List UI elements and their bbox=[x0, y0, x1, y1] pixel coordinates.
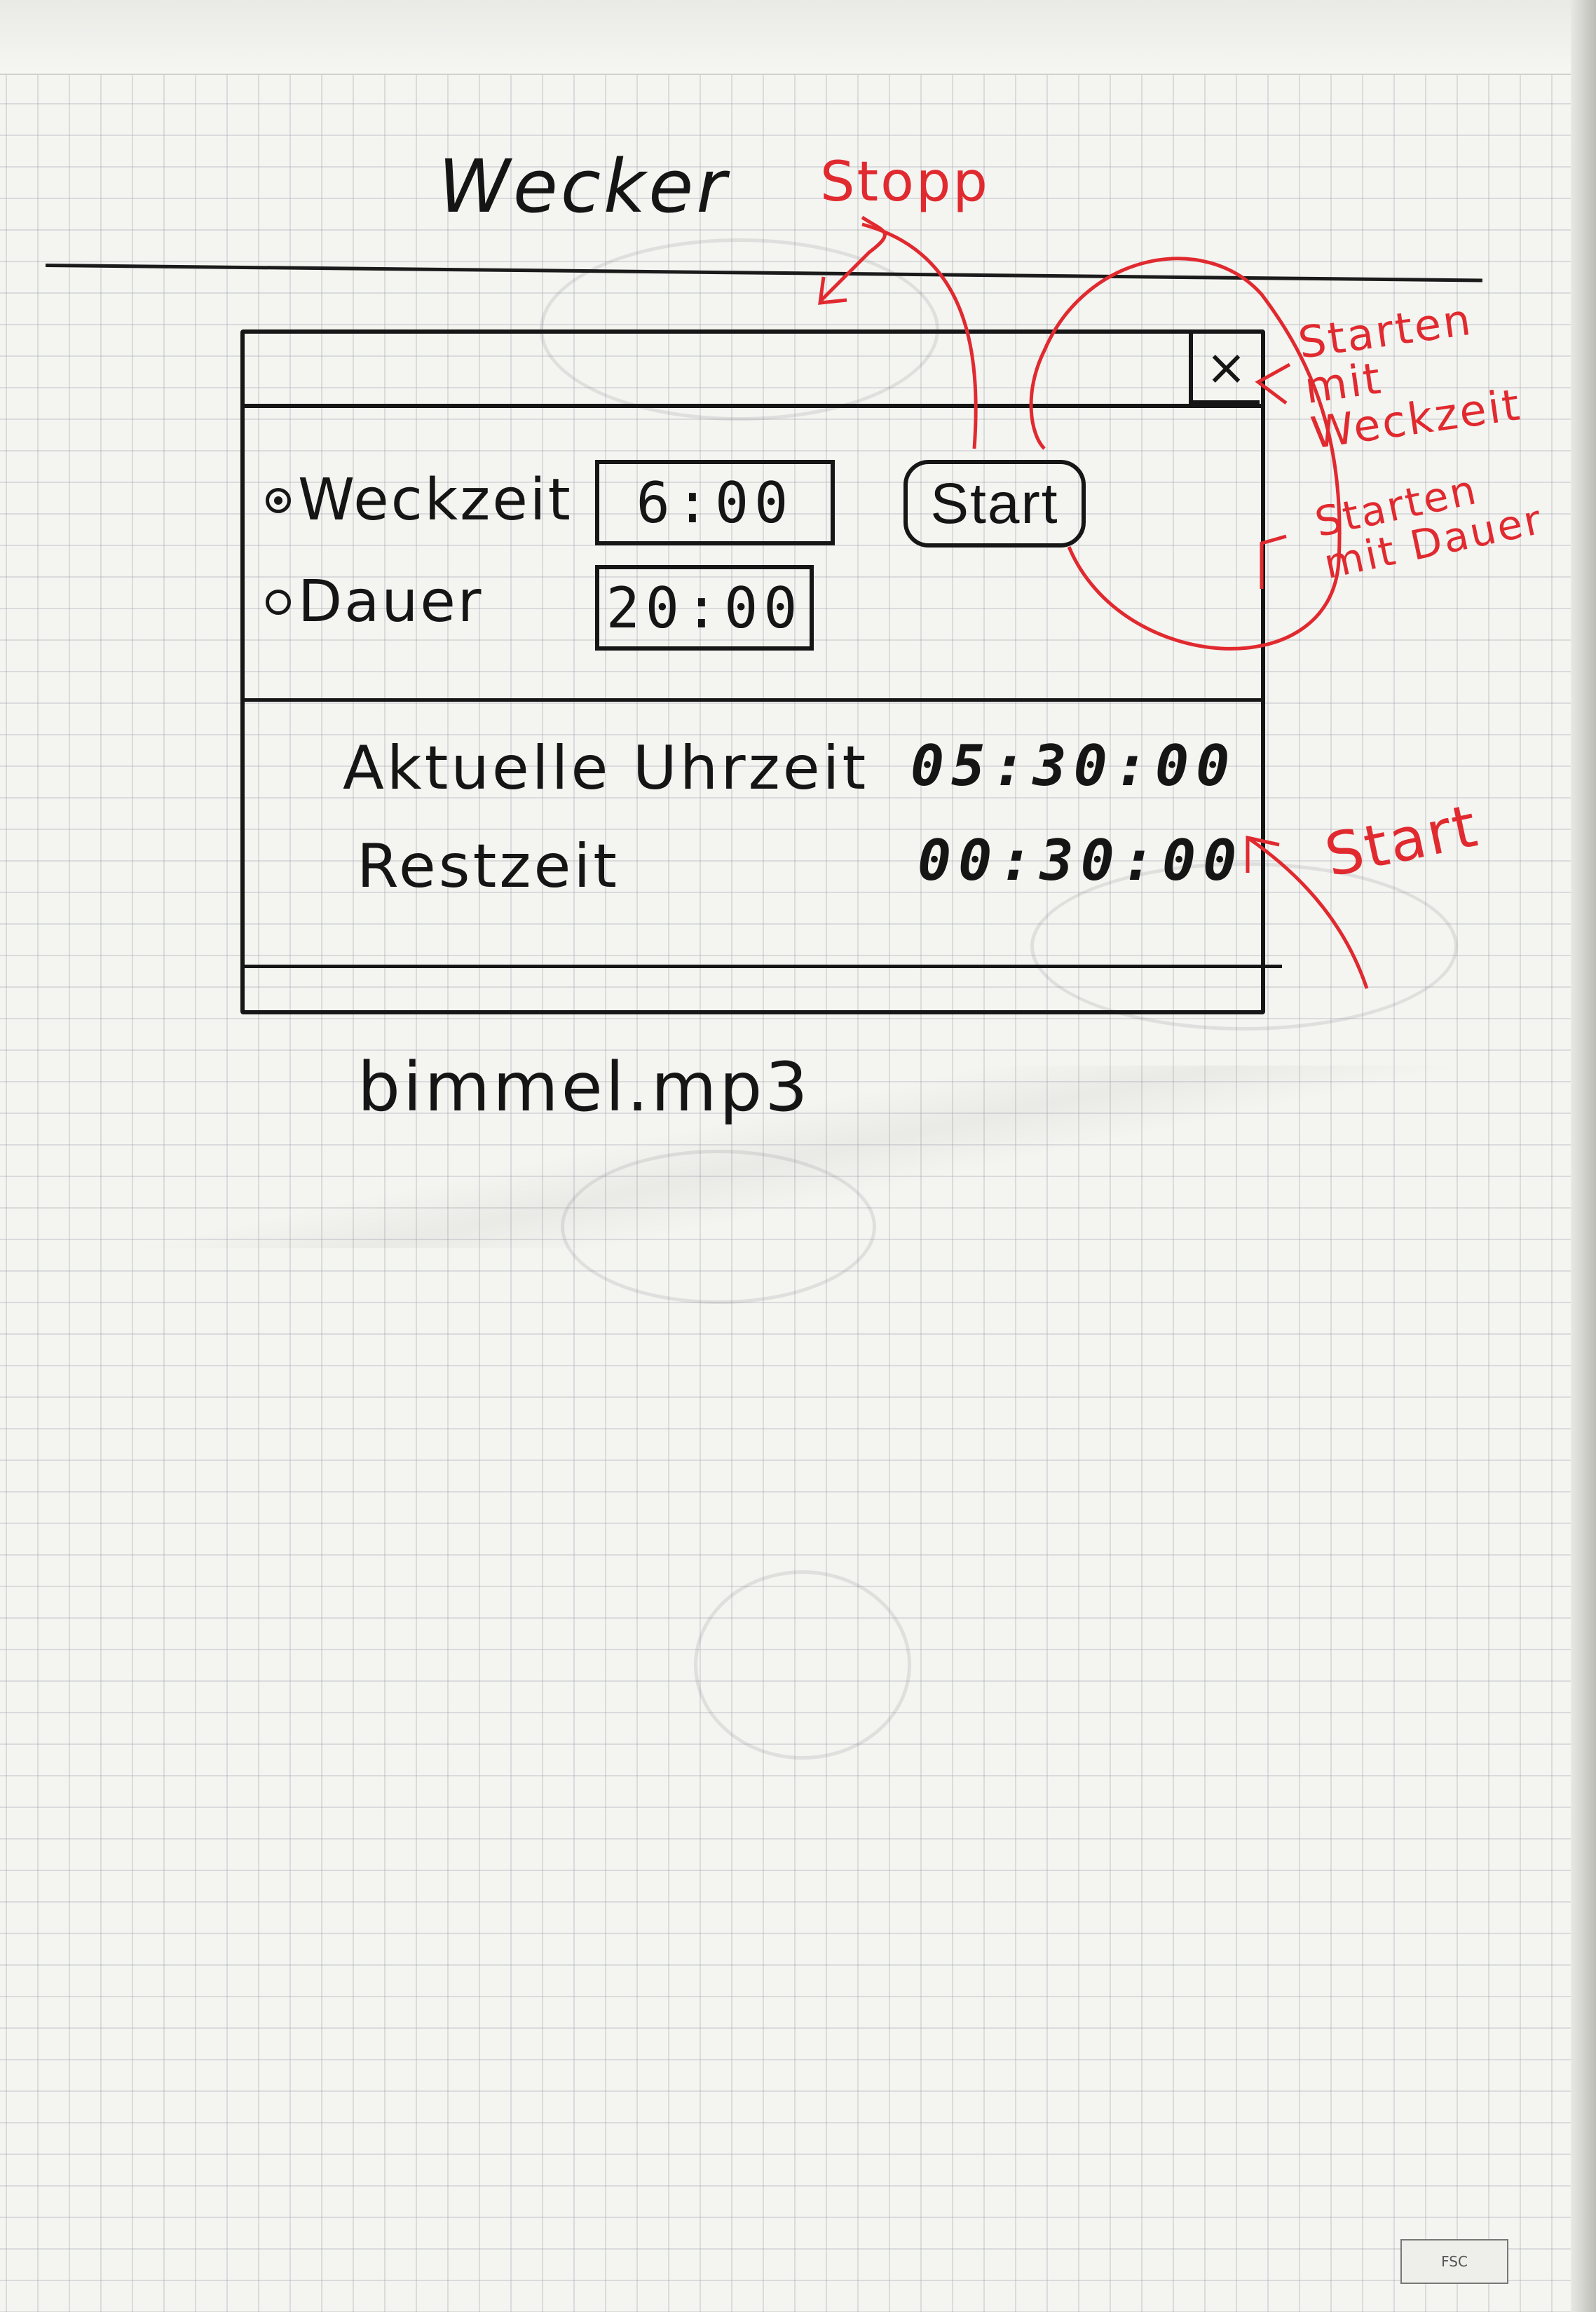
fsc-logo: FSC bbox=[1400, 2239, 1508, 2284]
alarm-window: × Weckzeit 6:00 Start Dauer 20:00 Aktuel… bbox=[240, 329, 1282, 1014]
alarm-time-option[interactable]: Weckzeit bbox=[266, 467, 573, 533]
alarm-time-label: Weckzeit bbox=[298, 467, 573, 533]
ghost-oval bbox=[561, 1150, 876, 1304]
page-title: Wecker bbox=[438, 144, 729, 229]
start-duration-marker bbox=[1260, 534, 1287, 589]
sound-file-name: bimmel.mp3 bbox=[357, 1048, 811, 1127]
flipchart-binding bbox=[0, 0, 1596, 75]
current-time-label: Aktuelle Uhrzeit bbox=[343, 733, 869, 803]
alarm-time-input[interactable]: 6:00 bbox=[595, 460, 835, 545]
alarm-time-radio[interactable] bbox=[266, 487, 291, 513]
remaining-time-label: Restzeit bbox=[357, 831, 620, 902]
stopp-arrow-head bbox=[818, 276, 847, 305]
duration-input[interactable]: 20:00 bbox=[595, 565, 814, 651]
start-button[interactable]: Start bbox=[903, 460, 1086, 548]
window-titlebar: × bbox=[245, 334, 1261, 408]
duration-option[interactable]: Dauer bbox=[266, 569, 484, 635]
start-alarm-arrow-head bbox=[1255, 362, 1291, 404]
close-button[interactable]: × bbox=[1189, 334, 1260, 404]
start-loop bbox=[1029, 257, 1342, 651]
ghost-oval bbox=[694, 1570, 911, 1760]
start-arrow-head bbox=[1246, 835, 1280, 873]
duration-label: Dauer bbox=[298, 569, 484, 635]
annotation-stopp: Stopp bbox=[820, 151, 990, 214]
window-bottom-edge bbox=[240, 965, 1282, 968]
sheet-edge bbox=[1571, 0, 1596, 2312]
current-time-value: 05:30:00 bbox=[910, 733, 1237, 798]
ghost-oval bbox=[1030, 862, 1458, 1031]
duration-radio[interactable] bbox=[266, 589, 291, 615]
start-arrow bbox=[1246, 836, 1369, 989]
close-icon: × bbox=[1206, 338, 1247, 396]
remaining-time-value: 00:30:00 bbox=[918, 828, 1244, 893]
window-divider bbox=[245, 698, 1261, 702]
stopp-to-start-line bbox=[861, 222, 978, 449]
